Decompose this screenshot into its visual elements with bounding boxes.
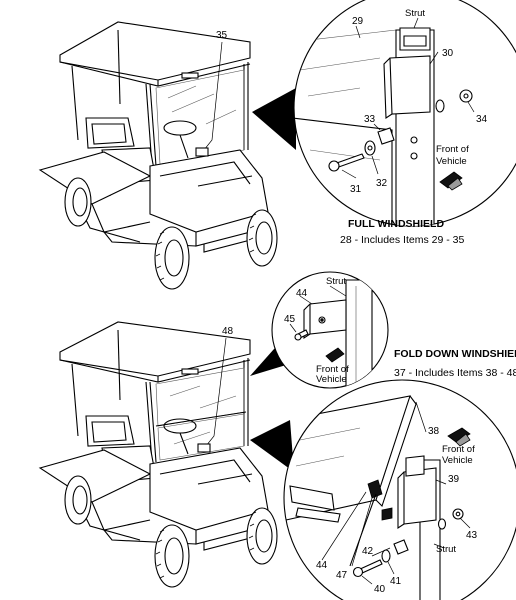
- front-of-vehicle-label-bottom-line1: Front of: [442, 444, 475, 455]
- callout-43: 43: [466, 530, 478, 541]
- callout-44-small: 44: [296, 288, 308, 299]
- front-of-vehicle-label-top-line2: Vehicle: [436, 156, 467, 167]
- fold-down-windshield-caption: 37 - Includes Items 38 - 48: [394, 367, 516, 379]
- callout-31: 31: [350, 184, 362, 195]
- magnifier-pointer-top: [252, 88, 296, 150]
- fold-down-small-detail: Strut 44 45 Front of Vehicle: [271, 271, 389, 389]
- callout-47: 47: [336, 570, 348, 581]
- front-of-vehicle-label-top-line1: Front of: [436, 144, 469, 155]
- callout-42: 42: [362, 546, 374, 557]
- callout-30: 30: [442, 48, 454, 59]
- fold-down-windshield-title: FOLD DOWN WINDSHIELD: [394, 348, 516, 360]
- callout-45: 45: [284, 314, 296, 325]
- wheel-front-right-bottom: [246, 507, 278, 565]
- callout-48: 48: [222, 326, 234, 337]
- wheel-front-left: [154, 226, 190, 290]
- wheel-front-left-bottom: [154, 524, 190, 588]
- callout-40: 40: [374, 584, 386, 595]
- callout-35: 35: [216, 30, 228, 41]
- callout-29: 29: [352, 16, 364, 27]
- fold-down-windshield-detail: 38 39 40 41 42 43 44 47 Strut Front of V…: [283, 379, 516, 600]
- strut-label-top: Strut: [405, 8, 425, 19]
- callout-32: 32: [376, 178, 388, 189]
- wheel-rear-left: [64, 177, 92, 227]
- callout-41: 41: [390, 576, 402, 587]
- golf-cart-full-windshield: 35: [38, 21, 278, 290]
- callout-38: 38: [428, 426, 440, 437]
- golf-cart-fold-down-windshield: 48: [38, 321, 278, 588]
- strut-label-small: Strut: [326, 276, 346, 287]
- magnifier-pointer-bottom: [250, 420, 294, 472]
- strut-label-bottom: Strut: [436, 544, 456, 555]
- callout-34: 34: [476, 114, 488, 125]
- wheel-front-right: [246, 209, 278, 267]
- callout-33: 33: [364, 114, 376, 125]
- wheel-rear-left-bottom: [64, 475, 92, 525]
- callout-39: 39: [448, 474, 460, 485]
- front-of-vehicle-label-small-line2: Vehicle: [316, 374, 347, 385]
- front-of-vehicle-label-small-line1: Front of: [316, 364, 349, 375]
- callout-44-bottom: 44: [316, 560, 328, 571]
- full-windshield-title: FULL WINDSHIELD: [348, 218, 444, 230]
- full-windshield-caption: 28 - Includes Items 29 - 35: [340, 234, 464, 246]
- front-of-vehicle-label-bottom-line2: Vehicle: [442, 455, 473, 466]
- full-windshield-detail: Strut 29 30 31 32 33 34 Front of Vehicle: [293, 0, 516, 227]
